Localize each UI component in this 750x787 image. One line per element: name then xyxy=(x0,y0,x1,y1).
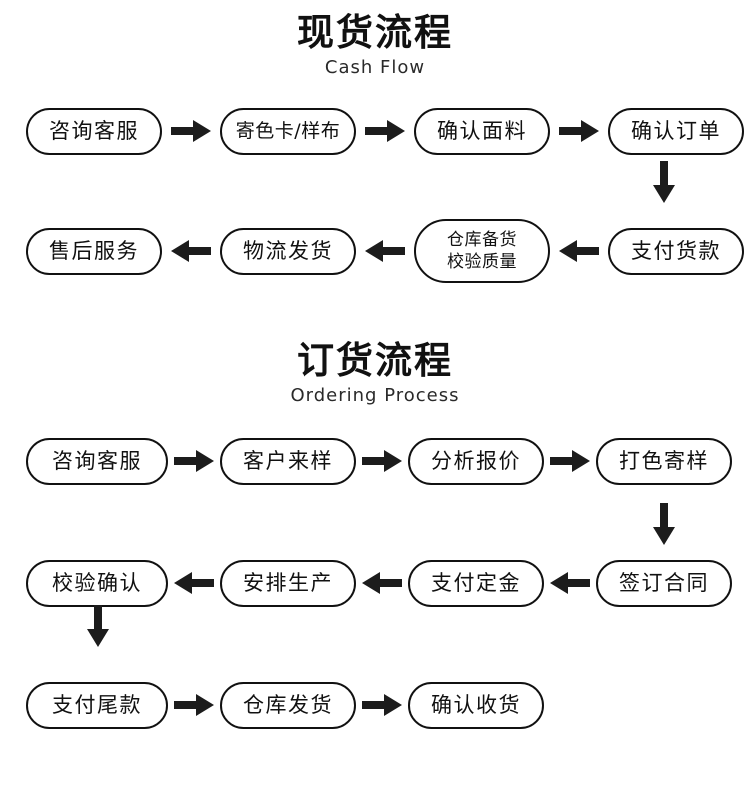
page-subtitle-cash-flow: Cash Flow xyxy=(324,57,426,79)
flow-row-order-1: 咨询客服 客户来样 分析报价 打色寄样 xyxy=(0,424,750,498)
flow-node-jiaoyanqueren[interactable]: 校验确认 xyxy=(26,559,168,607)
arrow-down-icon xyxy=(74,604,122,648)
arrow-right-icon xyxy=(356,119,414,143)
arrow-down-icon xyxy=(640,160,688,204)
flow-node-zhifuhuokuan[interactable]: 支付货款 xyxy=(608,227,744,275)
arrow-left-icon xyxy=(168,571,220,595)
flow-node-zhifuweikuan[interactable]: 支付尾款 xyxy=(26,681,168,729)
arrow-left-icon xyxy=(356,239,414,263)
flow-node-label: 仓库发货 xyxy=(243,692,333,717)
flow-node-label: 售后服务 xyxy=(49,238,139,263)
arrow-left-icon xyxy=(550,239,608,263)
flow-node-querenshouhuo[interactable]: 确认收货 xyxy=(408,681,544,729)
arrow-left-icon xyxy=(162,239,220,263)
flow-row-order-3: 支付尾款 仓库发货 确认收货 xyxy=(0,668,750,742)
arrow-right-icon xyxy=(168,693,220,717)
flow-node-label: 分析报价 xyxy=(431,448,521,473)
flow-row-cash-1: 咨询客服 寄色卡/样布 确认面料 确认订单 xyxy=(0,94,750,168)
flow-node-label: 安排生产 xyxy=(243,570,333,595)
flow-node-cangkubeihuo-jiaoyanzhiliang[interactable]: 仓库备货 校验质量 xyxy=(414,219,550,284)
flow-node-jiseka-yangbu[interactable]: 寄色卡/样布 xyxy=(220,107,356,155)
arrow-right-icon xyxy=(356,449,408,473)
arrow-right-icon xyxy=(544,449,596,473)
flow-node-zixunkefu[interactable]: 咨询客服 xyxy=(26,437,168,485)
arrow-right-icon xyxy=(162,119,220,143)
flow-node-label: 咨询客服 xyxy=(52,448,142,473)
flow-node-label-line2: 校验质量 xyxy=(447,252,517,273)
arrow-right-icon xyxy=(550,119,608,143)
flow-node-label: 支付尾款 xyxy=(52,692,142,717)
arrow-down-icon xyxy=(640,502,688,546)
flow-node-label: 确认订单 xyxy=(631,118,721,143)
flow-node-label: 寄色卡/样布 xyxy=(235,119,341,142)
page-subtitle-ordering-process: Ordering Process xyxy=(290,385,460,407)
arrow-left-icon xyxy=(544,571,596,595)
flow-node-querendingdan[interactable]: 确认订单 xyxy=(608,107,744,155)
page-title-ordering-process: 订货流程 xyxy=(297,339,453,382)
flow-node-wuliufahuo[interactable]: 物流发货 xyxy=(220,227,356,275)
flow-node-label: 物流发货 xyxy=(243,238,333,263)
flow-row-cash-2: 售后服务 物流发货 仓库备货 校验质量 支付货款 xyxy=(0,214,750,288)
flow-node-label: 客户来样 xyxy=(243,448,333,473)
flow-node-label: 确认收货 xyxy=(431,692,521,717)
flow-node-querenmianliao[interactable]: 确认面料 xyxy=(414,107,550,155)
arrow-right-icon xyxy=(168,449,220,473)
flow-node-zixunkefu[interactable]: 咨询客服 xyxy=(26,107,162,155)
flow-node-zhifudingjin[interactable]: 支付定金 xyxy=(408,559,544,607)
flow-node-label: 确认面料 xyxy=(437,118,527,143)
section-cash-flow: 现货流程 Cash Flow 咨询客服 寄色卡/样布 确认面料 xyxy=(0,0,750,288)
section-ordering-process: 订货流程 Ordering Process 咨询客服 客户来样 分析报价 xyxy=(0,340,750,742)
flow-node-label: 支付定金 xyxy=(431,570,521,595)
flow-node-anpaishengchan[interactable]: 安排生产 xyxy=(220,559,356,607)
flow-node-label: 咨询客服 xyxy=(49,118,139,143)
flow-node-label: 签订合同 xyxy=(619,570,709,595)
flow-node-label: 校验确认 xyxy=(52,570,142,595)
flow-node-label-line1: 仓库备货 xyxy=(447,229,517,250)
flow-node-kehulaiyang[interactable]: 客户来样 xyxy=(220,437,356,485)
flow-node-cangkufahuo[interactable]: 仓库发货 xyxy=(220,681,356,729)
flow-node-fenxibaojia[interactable]: 分析报价 xyxy=(408,437,544,485)
flow-node-label: 打色寄样 xyxy=(619,448,709,473)
flow-node-shouhoufuwu[interactable]: 售后服务 xyxy=(26,227,162,275)
flow-row-order-2: 校验确认 安排生产 支付定金 签订合同 xyxy=(0,546,750,620)
flow-node-qiandinghetong[interactable]: 签订合同 xyxy=(596,559,732,607)
flow-node-dasejiyang[interactable]: 打色寄样 xyxy=(596,437,732,485)
flow-node-label: 支付货款 xyxy=(631,238,721,263)
arrow-left-icon xyxy=(356,571,408,595)
arrow-right-icon xyxy=(356,693,408,717)
page-title-cash-flow: 现货流程 xyxy=(297,11,453,54)
